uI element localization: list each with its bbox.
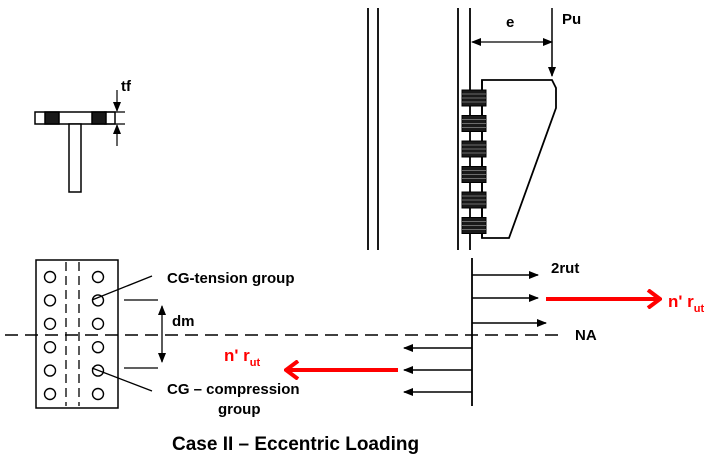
- tee-stem: [68, 123, 82, 193]
- cg-compression-leader: [91, 367, 153, 392]
- na-label: NA: [575, 327, 597, 344]
- tension-force-arrows: [472, 271, 547, 327]
- compression-force-arrows: [403, 344, 472, 396]
- bolt-hole: [43, 317, 57, 330]
- bracket-outline: [481, 79, 557, 239]
- two-rut-label: 2rut: [551, 260, 579, 277]
- dm-dimension: [124, 299, 166, 369]
- plate-bolts: [43, 270, 105, 401]
- bolt-hole: [91, 317, 105, 330]
- tf-label: tf: [121, 78, 132, 95]
- cg-compression-label-line2: group: [218, 401, 261, 418]
- tension-resultant-label: n' rut: [668, 292, 704, 315]
- dm-label: dm: [172, 313, 195, 330]
- bolt-group-plate: [35, 259, 119, 409]
- bolt-hole: [91, 341, 105, 354]
- plate-centerlines: [65, 262, 80, 406]
- compression-resultant-label: n' rut: [224, 346, 260, 369]
- bracket-bolts: [461, 89, 487, 234]
- diagram-caption: Case II – Eccentric Loading: [172, 434, 419, 455]
- tee-bolt-left: [44, 111, 60, 125]
- tee-bolt-right: [91, 111, 107, 125]
- bolt-hole: [91, 387, 105, 401]
- tee-section: [34, 111, 116, 193]
- e-label: e: [506, 14, 514, 31]
- column-section: [367, 8, 471, 250]
- bolt-hole: [91, 270, 105, 284]
- tf-dimension: [104, 90, 125, 146]
- bolt-hole: [43, 341, 57, 354]
- plate-outline: [35, 259, 119, 409]
- cg-tension-leader: [91, 275, 153, 301]
- bolt-hole: [43, 364, 57, 377]
- cg-tension-label: CG-tension group: [167, 270, 295, 287]
- bolt-hole: [43, 270, 57, 284]
- cg-compression-label-line1: CG – compression: [167, 381, 300, 398]
- bracket: [481, 79, 557, 239]
- pu-label: Pu: [562, 11, 581, 28]
- bolt-hole: [43, 387, 57, 401]
- bolt-hole: [43, 294, 57, 307]
